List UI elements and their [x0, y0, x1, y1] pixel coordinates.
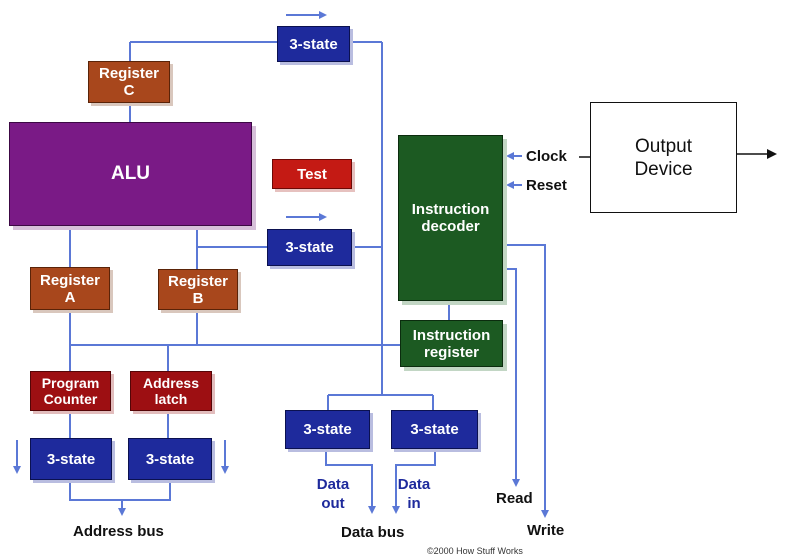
wire-data-in — [392, 449, 436, 514]
instruction-register: Instruction register — [400, 320, 503, 367]
register-a: Register A — [30, 267, 110, 310]
wire-address-bus — [69, 480, 171, 501]
program-counter: Program Counter — [30, 371, 111, 411]
data-bus-label: Data bus — [341, 524, 405, 541]
register-c: Register C — [88, 61, 170, 103]
three-state-address-latch: 3-state — [128, 438, 212, 480]
wire-data-out — [325, 449, 376, 514]
instruction-decoder: Instruction decoder — [398, 135, 503, 301]
write-label: Write — [527, 522, 565, 539]
reset-label: Reset — [526, 177, 567, 194]
three-state-mid: 3-state — [267, 229, 352, 266]
output-device: Output Device — [590, 102, 737, 213]
wire-write — [503, 244, 549, 518]
three-state-data-out: 3-state — [285, 410, 370, 449]
register-b: Register B — [158, 269, 238, 310]
clock-label: Clock — [526, 148, 567, 165]
data-out-label: Data out — [316, 476, 350, 512]
alu-block: ALU — [9, 122, 252, 226]
read-label: Read — [496, 490, 533, 507]
data-in-label: Data in — [397, 476, 431, 512]
three-state-program-counter: 3-state — [30, 438, 112, 480]
wire-read — [503, 268, 520, 487]
three-state-top: 3-state — [277, 26, 350, 62]
test-block: Test — [272, 159, 352, 189]
address-latch: Address latch — [130, 371, 212, 411]
address-bus-label: Address bus — [73, 523, 164, 540]
three-state-data-in: 3-state — [391, 410, 478, 449]
wire-alu-to-mid3state — [196, 226, 267, 248]
copyright-text: ©2000 How Stuff Works — [427, 546, 523, 556]
